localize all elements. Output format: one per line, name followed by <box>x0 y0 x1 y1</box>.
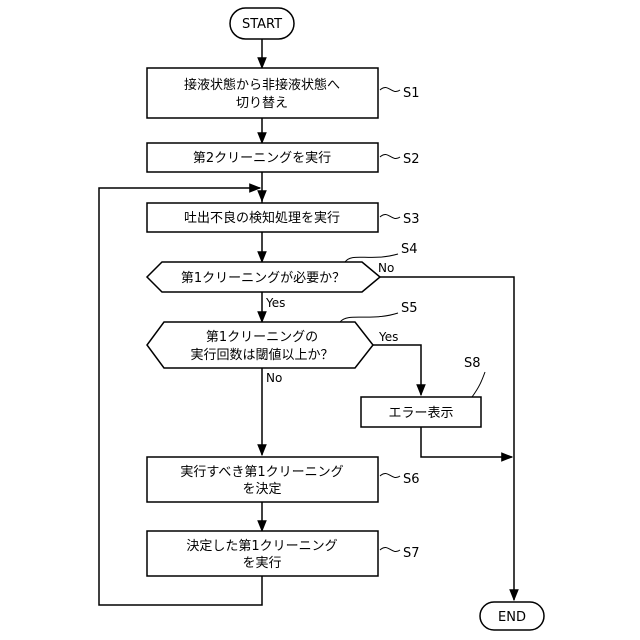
decision-s5-text-line2: 実行回数は閾値以上か？ <box>190 347 333 363</box>
decision-s4-no-label: No <box>378 261 394 275</box>
step-s8-label: S8 <box>464 356 481 371</box>
end-terminal-label: END <box>498 610 526 625</box>
decision-s4-label: S4 <box>401 242 418 257</box>
step-s2-text: 第2クリーニングを実行 <box>193 150 331 166</box>
step-s7-text-line1: 決定した第1クリーニング <box>186 539 337 554</box>
step-s8-leader <box>472 372 485 397</box>
step-s1-leader <box>380 87 400 91</box>
step-s6-text-line1: 実行すべき第1クリーニング <box>180 464 343 480</box>
connector-s4-no-end <box>380 277 514 600</box>
step-s1: 接液状態から非接液状態へ 切り替え S1 <box>147 68 420 118</box>
decision-s4-yes-label: Yes <box>265 296 285 310</box>
step-s3: 吐出不良の検知処理を実行 S3 <box>147 203 420 232</box>
step-s7-leader <box>380 547 400 551</box>
decision-s5-leader <box>340 313 398 322</box>
end-terminal: END <box>480 602 544 630</box>
step-s8: エラー表示 S8 <box>361 356 485 427</box>
step-s3-text: 吐出不良の検知処理を実行 <box>184 210 340 226</box>
step-s1-label: S1 <box>403 86 420 101</box>
step-s2: 第2クリーニングを実行 S2 <box>147 143 420 172</box>
step-s3-leader <box>380 214 400 218</box>
step-s6: 実行すべき第1クリーニング を決定 S6 <box>147 457 420 502</box>
decision-s5-yes-label: Yes <box>378 330 398 344</box>
step-s2-leader <box>380 154 400 158</box>
step-s6-label: S6 <box>403 472 420 487</box>
step-s7-text-line2: を実行 <box>242 555 281 571</box>
step-s7-label: S7 <box>403 546 420 561</box>
step-s3-label: S3 <box>403 212 420 227</box>
decision-s5: 第1クリーニングの 実行回数は閾値以上か？ S5 Yes No <box>147 301 418 385</box>
step-s1-text-line2: 切り替え <box>236 96 288 111</box>
start-terminal-label: START <box>242 17 282 32</box>
decision-s5-label: S5 <box>401 301 418 316</box>
step-s7: 決定した第1クリーニング を実行 S7 <box>147 531 420 576</box>
decision-s4-text: 第1クリーニングが必要か？ <box>181 271 345 286</box>
step-s2-label: S2 <box>403 152 420 167</box>
step-s8-text: エラー表示 <box>388 406 453 421</box>
step-s6-text-line2: を決定 <box>242 482 281 497</box>
connector-s5-yes-s8 <box>372 345 421 395</box>
decision-s5-no-label: No <box>266 371 282 385</box>
step-s6-leader <box>380 473 400 477</box>
decision-s4: 第1クリーニングが必要か？ S4 No Yes <box>147 242 418 310</box>
step-s1-text-line1: 接液状態から非接液状態へ <box>184 77 340 93</box>
start-terminal: START <box>230 8 294 39</box>
connector-s8-merge <box>421 427 512 457</box>
decision-s5-text-line1: 第1クリーニングの <box>206 330 318 345</box>
